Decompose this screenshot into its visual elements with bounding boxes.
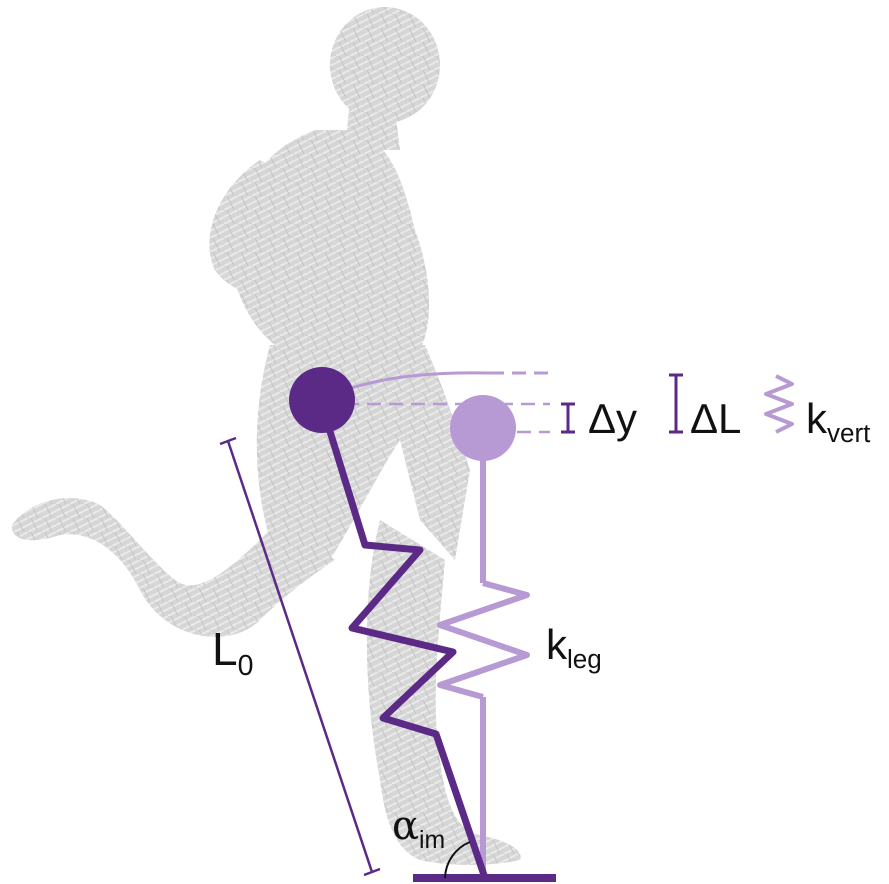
runner-head: [330, 7, 440, 123]
label-kleg-base: k: [546, 621, 567, 668]
spring-zigzag-icon: [766, 376, 792, 432]
label-delta-y: Δy: [588, 398, 637, 440]
label-delta-L: ΔL: [690, 398, 741, 440]
dark-mass: [289, 367, 355, 433]
delta-L-bracket: [669, 375, 683, 432]
label-k-leg: kleg: [546, 624, 602, 666]
delta-y-bracket: [561, 404, 575, 432]
label-alpha-sub: im: [419, 827, 445, 854]
label-kvert-sub: vert: [827, 418, 870, 448]
label-delta-y-text: Δy: [588, 395, 637, 442]
label-delta-L-text: ΔL: [690, 395, 741, 442]
light-mass: [450, 395, 516, 461]
label-kvert-base: k: [806, 395, 827, 442]
label-alpha-im: αim: [392, 806, 445, 846]
label-L0-base: L: [212, 623, 238, 675]
label-L0: L0: [212, 626, 253, 672]
runner-silhouette: [12, 7, 521, 865]
label-k-vert: kvert: [806, 398, 870, 440]
label-L0-sub: 0: [238, 650, 254, 682]
label-alpha-base: α: [392, 803, 419, 849]
label-kleg-sub: leg: [567, 644, 602, 674]
